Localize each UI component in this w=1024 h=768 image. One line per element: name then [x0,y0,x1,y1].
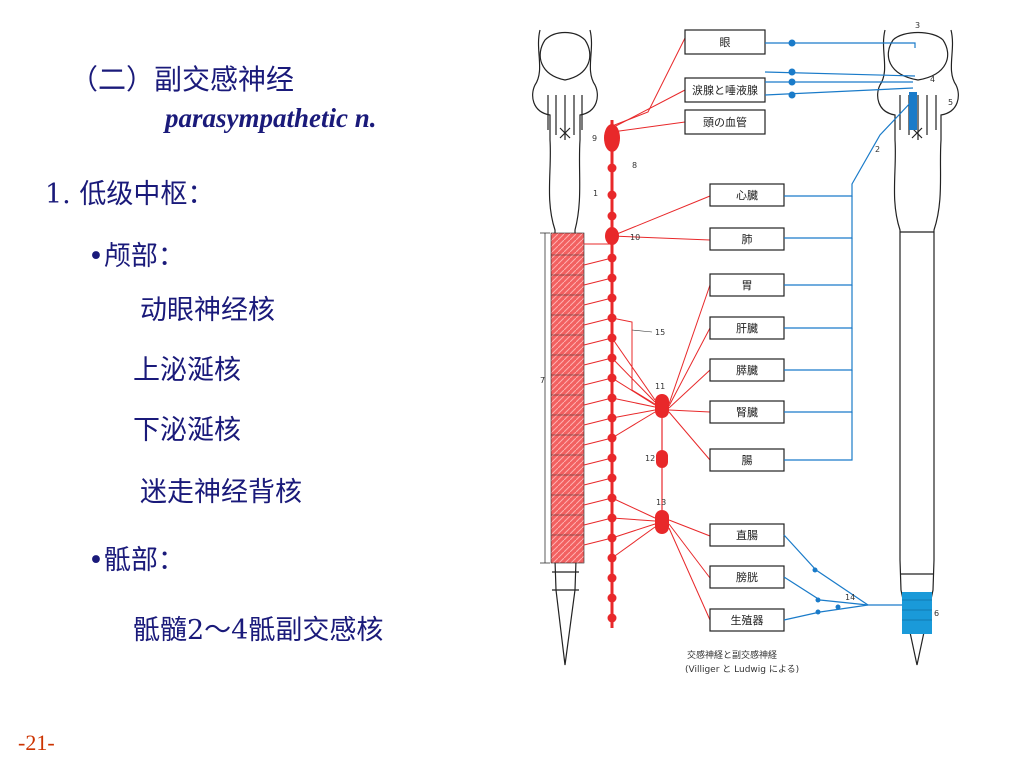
organ-label-eye: 眼 [720,36,731,49]
rami-communicantes [583,243,613,546]
organ-label-glands: 涙腺と唾液腺 [692,83,758,97]
sympathetic-fibers [611,37,711,621]
label-9: 9 [592,134,597,143]
nucleus-inferior-salivatory: 下泌涎核 [133,415,241,446]
label-15: 15 [655,328,665,337]
left-spinal-cord [532,29,598,666]
nucleus-oculomotor: 动眼神经核 [140,295,275,326]
parasympathetic-fibers [764,42,916,621]
segment-lines [551,254,584,536]
organ-label-liver: 肝臓 [736,322,758,335]
diagram-caption-line1: 交感神経と副交感神経 [687,649,777,661]
organ-label-bladder: 膀胱 [736,570,758,584]
page-number: -21- [18,730,55,755]
brainstem-parasympathetic-nuclei [909,92,917,130]
label-3: 3 [915,21,920,30]
organ-label-head-vessels: 頭の血管 [703,115,747,129]
parasympathetic-ganglia [788,39,841,615]
label-6: 6 [934,609,939,618]
label-2: 2 [875,145,880,154]
nucleus-superior-salivatory: 上泌涎核 [133,355,241,386]
label-7: 7 [540,376,545,385]
organ-label-lung: 肺 [742,233,753,246]
sympathetic-trunk [604,120,620,628]
organ-label-intestine: 腸 [742,454,753,467]
diagram-caption-line2: (Villiger と Ludwig による) [685,664,799,675]
label-11: 11 [655,382,665,391]
section-heading: 1. 低级中枢： [45,179,215,210]
nucleus-dorsal-vagal: 迷走神经背核 [140,477,302,508]
prevertebral-ganglia [655,394,669,534]
label-5: 5 [948,98,953,107]
label-4: 4 [930,75,935,84]
organ-boxes [684,29,785,632]
label-1: 1 [593,189,598,198]
organ-label-rectum: 直腸 [736,528,758,542]
sacral-label: •骶部： [88,545,185,576]
cranial-label: •颅部： [88,241,185,272]
thoracolumbar-segment [550,232,585,564]
organ-label-genitals: 生殖器 [731,613,764,627]
organ-label-pancreas: 膵臓 [736,364,758,377]
sacral-parasympathetic-segment [902,592,932,634]
slide-title: （二）副交感神经 [70,63,295,96]
organ-label-stomach: 胃 [742,279,753,292]
label-14: 14 [845,593,855,602]
organ-label-heart: 心臓 [736,189,758,202]
label-12: 12 [645,454,655,463]
label-8: 8 [632,161,637,170]
sacral-nucleus: 骶髓2～4骶副交感核 [133,615,384,646]
slide-subtitle: parasympathetic n. [165,103,377,133]
label-13: 13 [656,498,666,507]
label-10: 10 [630,233,640,242]
organ-label-kidney: 腎臓 [736,406,758,419]
